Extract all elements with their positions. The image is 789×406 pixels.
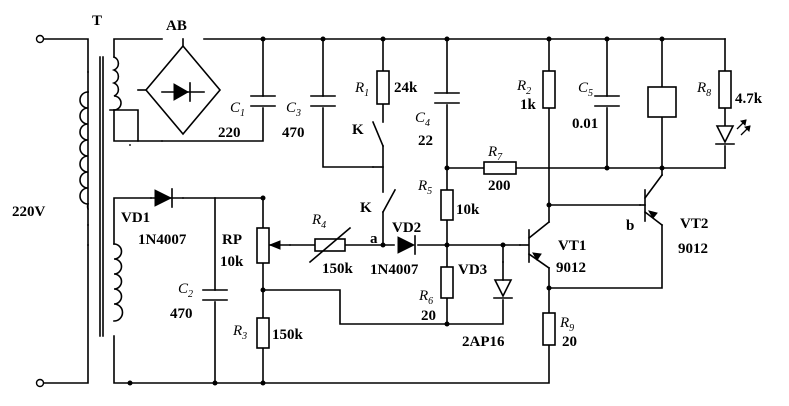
r8-value: 4.7k: [735, 91, 763, 107]
relay-coil-k: [647, 86, 677, 118]
labels: 220V T AB C1 220 C3 470 R1 24k K K C4 22…: [12, 13, 763, 350]
r6-value: 20: [421, 308, 436, 324]
led: [715, 119, 751, 145]
r2-value: 1k: [520, 97, 537, 113]
r5-value: 10k: [456, 202, 480, 218]
r2-symbol: R2: [516, 78, 531, 97]
vd1-label: VD1: [121, 210, 150, 226]
vd3-label: VD3: [458, 262, 487, 278]
resistor-r8: [718, 70, 732, 109]
rp-value: 10k: [220, 254, 244, 270]
vd1-part: 1N4007: [138, 232, 187, 248]
resistor-r9: [542, 312, 556, 346]
c2-value: 470: [170, 306, 193, 322]
potentiometer-rp: [256, 227, 291, 264]
c5-value: 0.01: [572, 116, 598, 132]
c3-symbol: C3: [286, 100, 301, 119]
resistor-r6: [440, 266, 454, 299]
capacitor-c1: [250, 95, 276, 107]
transformer-label: T: [92, 13, 102, 29]
vt1-part: 9012: [556, 260, 586, 276]
vt2-part: 9012: [678, 241, 708, 257]
node-a-label: a: [370, 231, 378, 247]
c1-value: 220: [218, 125, 241, 141]
capacitor-c4: [434, 92, 460, 104]
r3-value: 150k: [272, 327, 304, 343]
c4-symbol: C4: [415, 110, 430, 129]
contact-k-lower-label: K: [360, 200, 372, 216]
resistor-r1: [376, 70, 390, 105]
diode-vd2: [397, 235, 416, 255]
r7-value: 200: [488, 178, 511, 194]
c5-symbol: C5: [578, 80, 593, 99]
r1-value: 24k: [394, 80, 418, 96]
contact-k-upper-label: K: [352, 122, 364, 138]
resistor-r5: [440, 189, 454, 221]
r9-value: 20: [562, 334, 577, 350]
transformer-coils: [79, 55, 124, 337]
capacitor-c3: [310, 95, 336, 107]
capacitor-c2: [202, 289, 228, 301]
resistor-r3: [256, 317, 270, 349]
vd3-part: 2AP16: [462, 334, 505, 350]
vd2-label: VD2: [392, 220, 421, 236]
resistor-r4: [308, 226, 352, 264]
resistor-r2: [542, 70, 556, 109]
input-voltage-label: 220V: [12, 204, 46, 220]
vt2-label: VT2: [680, 216, 708, 232]
transistor-vt1: [519, 220, 551, 270]
capacitor-c5: [594, 95, 620, 107]
c2-symbol: C2: [178, 281, 193, 300]
r1-symbol: R1: [354, 80, 369, 99]
r4-value: 150k: [322, 261, 354, 277]
mains-terminals: [35, 34, 45, 388]
junction-dots: [127, 36, 665, 386]
c4-value: 22: [418, 133, 433, 149]
bridge-label: AB: [166, 18, 187, 34]
vt1-label: VT1: [558, 238, 586, 254]
vd2-part: 1N4007: [370, 262, 419, 278]
r5-symbol: R5: [417, 178, 432, 197]
diode-vd3: [493, 261, 513, 299]
node-b-label: b: [626, 218, 634, 234]
r6-symbol: R6: [418, 288, 433, 307]
resistor-r7: [483, 161, 517, 175]
relay-contact-upper: [371, 120, 385, 148]
c3-value: 470: [282, 125, 305, 141]
rp-label: RP: [222, 232, 242, 248]
diode-vd1: [150, 188, 184, 208]
r9-symbol: R9: [559, 315, 574, 334]
bridge-rectifier: [137, 38, 222, 136]
relay-contact-lower: [372, 166, 397, 214]
wiring: [42, 38, 726, 384]
transistor-vt2: [639, 173, 664, 227]
r4-symbol: R4: [311, 212, 326, 231]
r8-symbol: R8: [696, 80, 711, 99]
c1-symbol: C1: [230, 100, 245, 119]
r3-symbol: R3: [232, 323, 247, 342]
r7-symbol: R7: [487, 144, 503, 163]
